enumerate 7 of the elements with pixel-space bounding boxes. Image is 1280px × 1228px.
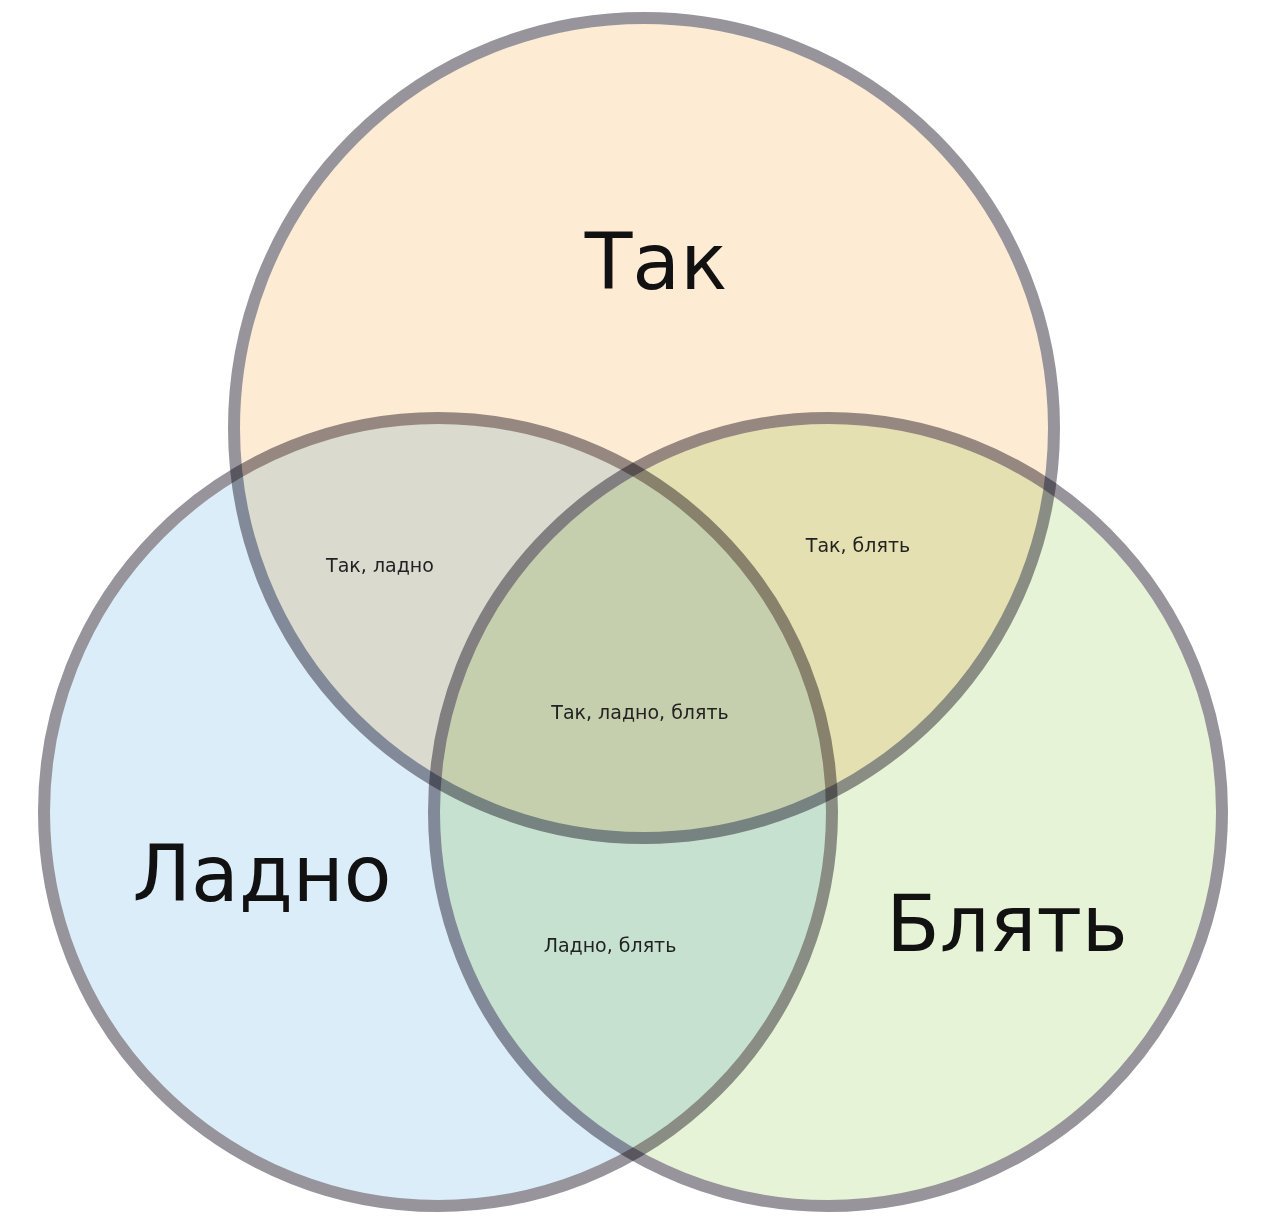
set-label: Блять bbox=[886, 885, 1128, 963]
set-label: Так bbox=[584, 223, 728, 301]
set-label: Ладно bbox=[132, 835, 392, 913]
intersection-label: Так, ладно bbox=[326, 555, 434, 575]
intersection-label: Так, блять bbox=[805, 535, 911, 555]
intersection-label: Ладно, блять bbox=[543, 935, 677, 955]
intersection-label: Так, ладно, блять bbox=[551, 702, 729, 722]
